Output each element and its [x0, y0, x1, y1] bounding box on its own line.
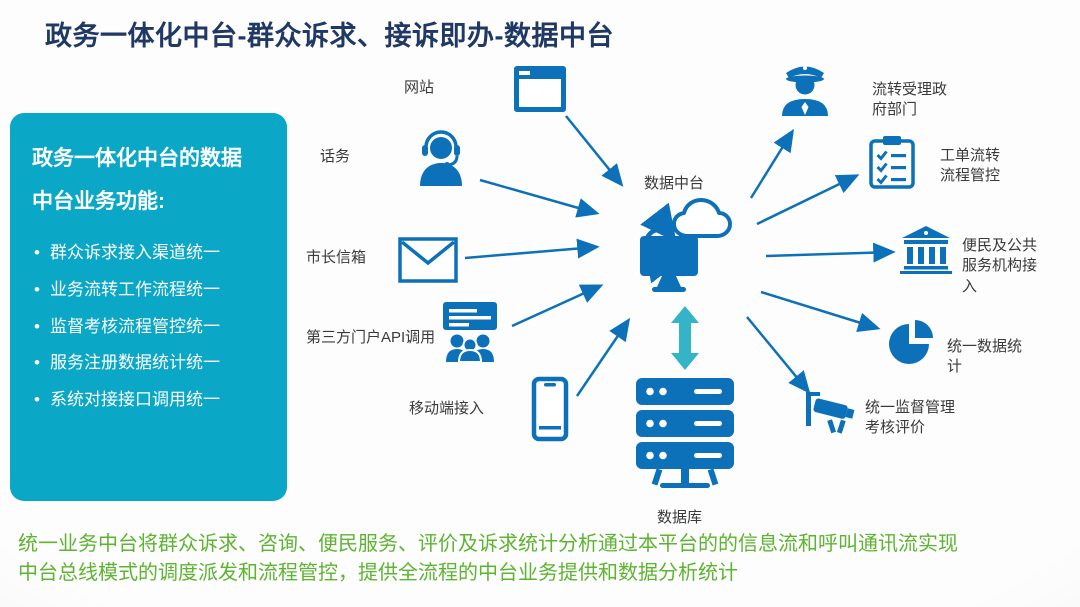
arrow-platform-to-stats — [760, 290, 881, 332]
arrow-platform-to-bank — [765, 242, 896, 263]
channel-phone-label: 话务 — [320, 148, 351, 165]
channel-mobile-label: 移动端接入 — [409, 400, 485, 417]
pie-chart-icon — [887, 316, 937, 366]
feature-item: 服务注册数据统计统一 — [32, 345, 271, 382]
feature-panel-heading: 政务一体化中台的数据 中台业务功能: — [32, 137, 271, 223]
server-stack-icon — [632, 376, 738, 496]
summary-text: 统一业务中台将群众诉求、咨询、便民服务、评价及诉求统计分析通过本平台的的信息流和… — [18, 533, 958, 584]
browser-window-icon — [514, 66, 566, 112]
feature-item: 系统对接接口调用统一 — [32, 382, 271, 419]
output-officer-label: 流转受理政府部门 — [872, 81, 948, 119]
envelope-icon — [398, 237, 458, 283]
arrow-platform-to-officer — [749, 128, 794, 199]
arrow-platform-to-workorder — [756, 174, 860, 226]
arrow-mailbox-to-platform — [464, 238, 600, 260]
feature-panel: 政务一体化中台的数据 中台业务功能: 群众诉求接入渠道统一 业务流转工作流程统一… — [10, 113, 287, 501]
mobile-phone-icon — [531, 376, 569, 442]
output-workorder-label: 工单流转流程管控 — [940, 147, 1001, 185]
presentation-team-icon — [436, 302, 504, 363]
headset-agent-icon — [412, 126, 470, 188]
arrow-api-to-platform — [511, 284, 604, 328]
police-officer-icon — [779, 58, 831, 116]
arrow-mobile-to-platform — [575, 317, 631, 397]
channel-api-label: 第三方门户API调用 — [306, 329, 436, 346]
feature-list: 群众诉求接入渠道统一 业务流转工作流程统一 监督考核流程管控统一 服务注册数据统… — [32, 235, 271, 419]
double-vertical-arrow-icon — [671, 306, 699, 370]
arrow-phone-to-platform — [479, 178, 600, 218]
checklist-icon — [868, 136, 916, 190]
bank-building-icon — [900, 226, 952, 274]
arrow-website-to-platform — [565, 115, 624, 187]
channel-mailbox-label: 市长信箱 — [306, 249, 367, 266]
output-supervision-label: 统一监督管理考核评价 — [865, 399, 956, 437]
page-title: 政务一体化中台-群众诉求、接诉即办-数据中台 — [45, 21, 614, 51]
platform-label: 数据中台 — [644, 175, 705, 192]
feature-item: 群众诉求接入渠道统一 — [32, 235, 271, 272]
output-stats-label: 统一数据统计 — [947, 338, 1023, 376]
arrow-platform-to-camera — [746, 316, 811, 394]
database-label: 数据库 — [657, 509, 703, 526]
output-bank-label: 便民及公共服务机构接入 — [962, 237, 1038, 295]
feature-panel-heading-line1: 政务一体化中台的数据 — [32, 147, 242, 170]
feature-item: 业务流转工作流程统一 — [32, 272, 271, 309]
cloud-computer-sync-icon — [626, 194, 740, 300]
feature-panel-heading-line2: 中台业务功能: — [32, 190, 165, 214]
feature-item: 监督考核流程管控统一 — [32, 309, 271, 346]
channel-website-label: 网站 — [404, 79, 435, 96]
cctv-camera-icon — [804, 392, 864, 444]
